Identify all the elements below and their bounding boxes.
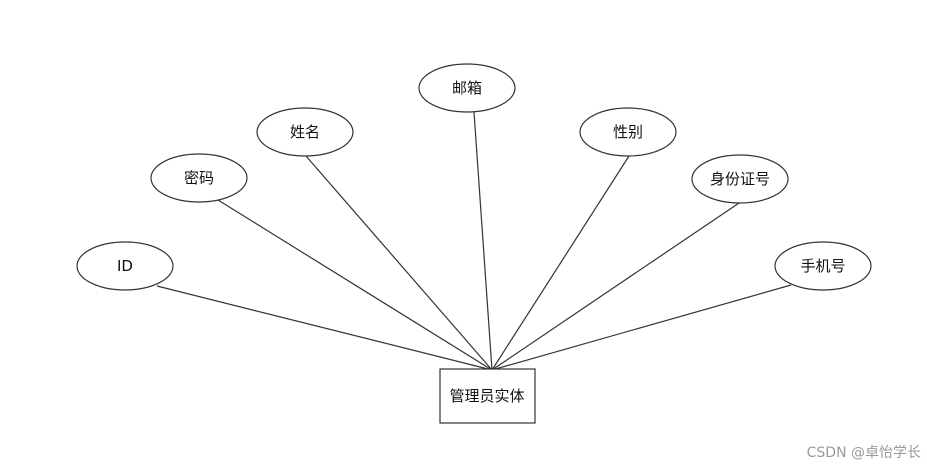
- attribute-phone: 手机号: [774, 241, 872, 291]
- attribute-id-card-label: 身份证号: [710, 170, 770, 188]
- attribute-id-label: ID: [117, 257, 133, 275]
- attribute-gender-label: 性别: [613, 123, 643, 141]
- attribute-name-label: 姓名: [290, 123, 320, 141]
- entity-admin: 管理员实体: [439, 368, 536, 424]
- connector-gender: [491, 155, 630, 371]
- entity-label: 管理员实体: [449, 387, 524, 405]
- attribute-phone-label: 手机号: [800, 257, 845, 275]
- attribute-id-card: 身份证号: [691, 154, 789, 204]
- attribute-name: 姓名: [256, 107, 354, 157]
- attribute-id: ID: [76, 241, 174, 291]
- connector-email: [473, 111, 493, 371]
- connector-phone: [491, 284, 792, 371]
- connector-id-card: [491, 200, 743, 371]
- watermark: CSDN @卓怡学长: [806, 445, 921, 461]
- attribute-password: 密码: [150, 153, 248, 203]
- attribute-password-label: 密码: [184, 169, 214, 187]
- attribute-email: 邮箱: [418, 63, 516, 113]
- attribute-gender: 性别: [579, 107, 677, 157]
- connector-id: [156, 285, 493, 371]
- connector-password: [217, 199, 493, 371]
- connector-name: [305, 155, 493, 371]
- attribute-email-label: 邮箱: [452, 79, 482, 97]
- connector-lines: [156, 111, 792, 371]
